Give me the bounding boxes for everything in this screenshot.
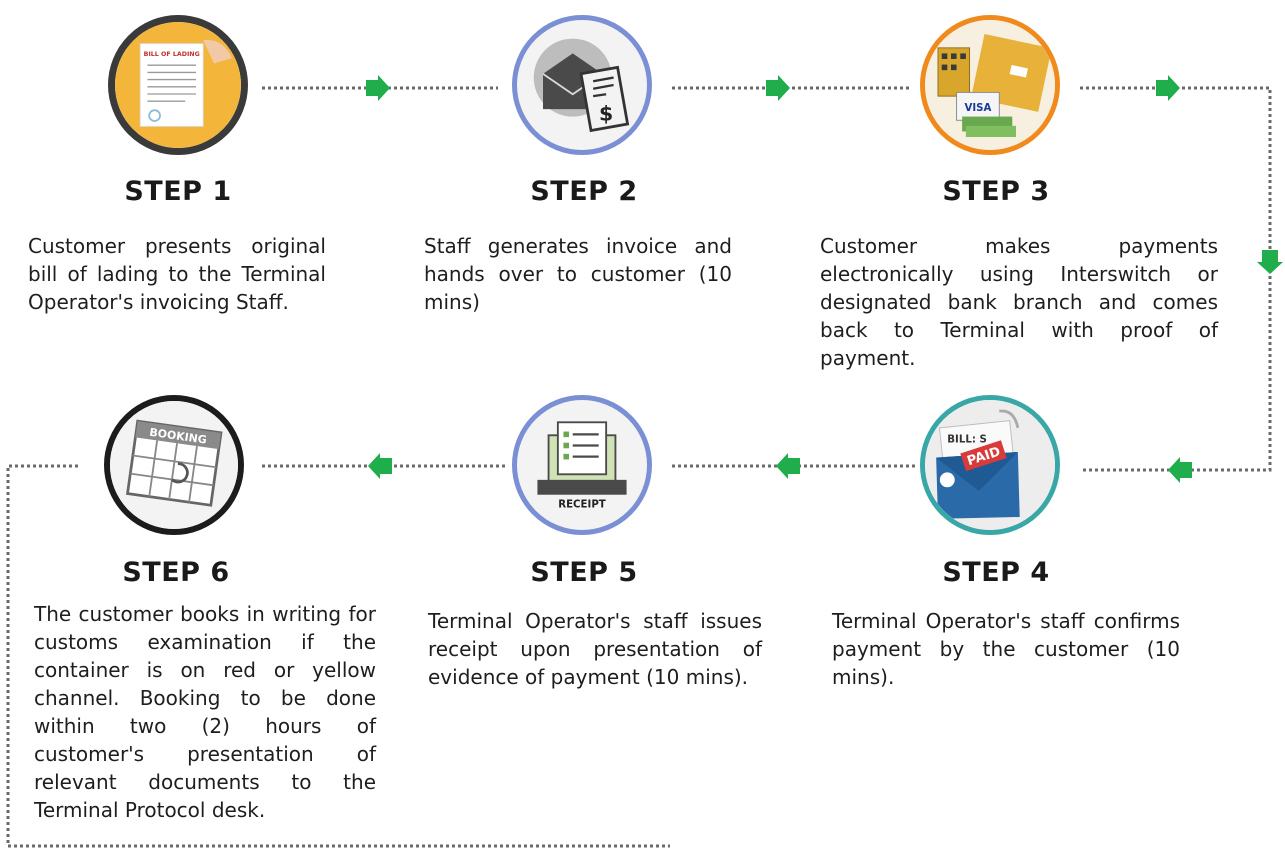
arrow-right-icon <box>366 75 390 101</box>
step-4-icon-circle: BILL: S PAID <box>920 395 1060 535</box>
step-4-bill-label: BILL: S <box>947 435 987 446</box>
step-2-icon-circle: $ <box>512 15 652 155</box>
step-6-icon-circle: BOOKING <box>104 395 244 535</box>
step-1-icon-text: BILL OF LADING <box>144 51 200 58</box>
step-6-title: STEP 6 <box>122 557 230 588</box>
card-payment-icon: VISA <box>925 20 1055 150</box>
arrow-left-icon <box>776 453 800 479</box>
receipt-icon: RECEIPT <box>537 421 627 511</box>
step-3-icon-circle: VISA <box>920 15 1060 155</box>
bill-of-lading-icon: BILL OF LADING <box>115 22 241 148</box>
step-5-icon-text: RECEIPT <box>558 500 606 511</box>
step-2-description: Staff generates invoice and hands over t… <box>424 234 732 314</box>
paid-bill-icon: BILL: S PAID <box>925 400 1055 530</box>
invoice-envelope-icon: $ <box>533 38 630 133</box>
step-6-description: The customer books in writing for custom… <box>34 602 376 822</box>
arrow-down-icon <box>1257 250 1283 274</box>
step-2-title: STEP 2 <box>530 176 638 207</box>
step-5-description: Terminal Operator's staff issues receipt… <box>428 609 762 689</box>
step-3-description: Customer makes payments electronically u… <box>820 234 1218 370</box>
step-4-title: STEP 4 <box>942 557 1050 588</box>
arrow-left-icon <box>1168 457 1192 483</box>
step-5-icon-circle: RECEIPT <box>512 395 652 535</box>
arrow-right-icon <box>1156 75 1180 101</box>
step-2-icon-text: $ <box>599 101 613 125</box>
booking-calendar-icon: BOOKING <box>110 401 238 529</box>
step-1-description: Customer presents original bill of ladin… <box>28 234 326 314</box>
step-1-icon-circle: BILL OF LADING <box>108 15 248 155</box>
step-3-icon-text: VISA <box>964 103 991 114</box>
connector-6-end <box>6 464 670 848</box>
step-5-title: STEP 5 <box>530 557 638 588</box>
step-1-title: STEP 1 <box>124 176 232 207</box>
arrow-right-icon <box>766 75 790 101</box>
arrow-left-icon <box>368 453 392 479</box>
step-4-description: Terminal Operator's staff confirms payme… <box>832 609 1180 689</box>
step-3-title: STEP 3 <box>942 176 1050 207</box>
